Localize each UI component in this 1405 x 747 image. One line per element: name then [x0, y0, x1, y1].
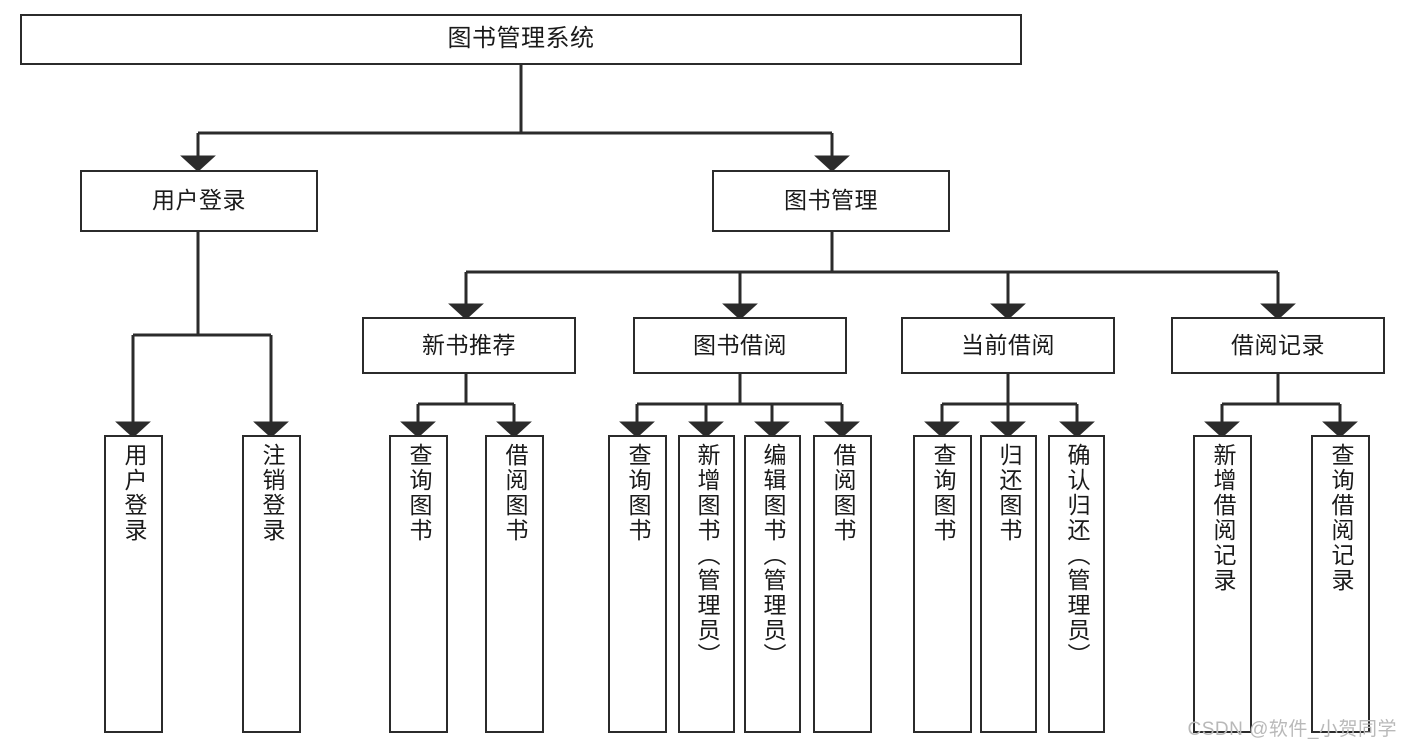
node-book-borrow[interactable]: 图书借阅	[633, 317, 847, 374]
node-label: 借阅图书	[830, 443, 856, 543]
leaf-user-login-signout[interactable]: 注销登录	[242, 435, 301, 733]
node-label: 查询图书	[625, 443, 651, 543]
watermark-text: CSDN @软件_小贺同学	[1187, 719, 1397, 740]
node-label: 查询借阅记录	[1328, 443, 1354, 593]
leaf-current-borrow-query[interactable]: 查询图书	[913, 435, 972, 733]
node-label: 图书管理系统	[447, 25, 595, 53]
node-label: 用户登录	[152, 187, 246, 214]
leaf-current-borrow-confirm[interactable]: 确认归还（管理员）	[1048, 435, 1105, 733]
leaf-new-book-borrow[interactable]: 借阅图书	[485, 435, 544, 733]
node-borrow-record[interactable]: 借阅记录	[1171, 317, 1385, 374]
node-label: 查询图书	[930, 443, 956, 543]
node-label: 用户登录	[121, 443, 147, 543]
node-label: 图书管理	[784, 187, 878, 214]
node-label: 当前借阅	[961, 331, 1055, 358]
node-label: 借阅记录	[1231, 331, 1325, 358]
leaf-book-borrow-add[interactable]: 新增图书（管理员）	[678, 435, 735, 733]
node-label: 注销登录	[259, 443, 285, 543]
leaf-user-login-signin[interactable]: 用户登录	[104, 435, 163, 733]
node-label: 新增图书（管理员）	[694, 443, 720, 668]
node-label: 新增借阅记录	[1210, 443, 1236, 593]
node-current-borrow[interactable]: 当前借阅	[901, 317, 1115, 374]
node-label: 归还图书	[996, 443, 1022, 543]
node-new-book-recommend[interactable]: 新书推荐	[362, 317, 576, 374]
node-user-login[interactable]: 用户登录	[80, 170, 318, 232]
leaf-borrow-record-query[interactable]: 查询借阅记录	[1311, 435, 1370, 733]
leaf-current-borrow-return[interactable]: 归还图书	[980, 435, 1037, 733]
node-root-system[interactable]: 图书管理系统	[20, 14, 1022, 65]
leaf-book-borrow-query[interactable]: 查询图书	[608, 435, 667, 733]
node-label: 图书借阅	[693, 331, 787, 358]
node-label: 新书推荐	[422, 331, 516, 358]
node-label: 确认归还（管理员）	[1064, 443, 1090, 668]
node-label: 编辑图书（管理员）	[760, 443, 786, 668]
leaf-book-borrow-edit[interactable]: 编辑图书（管理员）	[744, 435, 801, 733]
leaf-new-book-query[interactable]: 查询图书	[389, 435, 448, 733]
leaf-borrow-record-add[interactable]: 新增借阅记录	[1193, 435, 1252, 733]
node-label: 查询图书	[406, 443, 432, 543]
node-book-management[interactable]: 图书管理	[712, 170, 950, 232]
node-label: 借阅图书	[502, 443, 528, 543]
leaf-book-borrow-lend[interactable]: 借阅图书	[813, 435, 872, 733]
